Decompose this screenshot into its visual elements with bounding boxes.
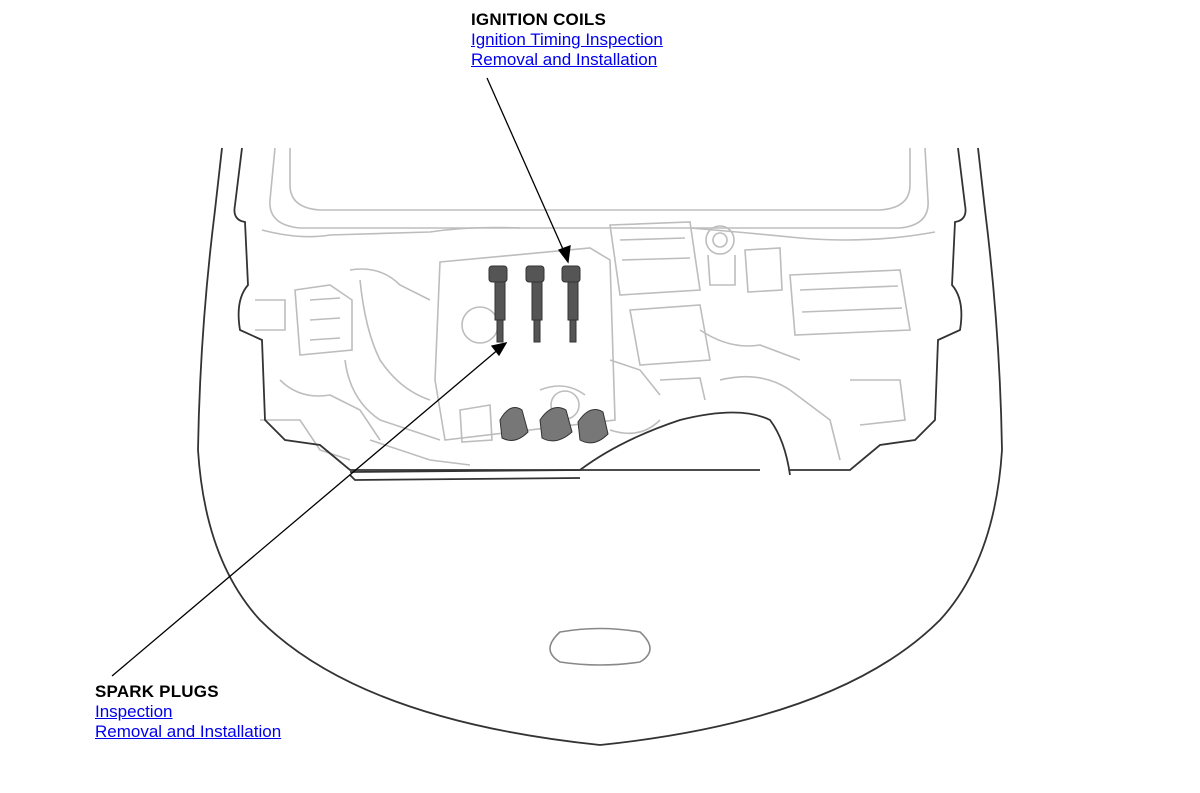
leader-lines bbox=[111, 77, 571, 677]
ignition-coil-4 bbox=[499, 407, 529, 441]
ignition-coils-callout: IGNITION COILS Ignition Timing Inspectio… bbox=[471, 10, 663, 70]
ignition-coils-rear bbox=[488, 265, 581, 343]
ignition-coils-title: IGNITION COILS bbox=[471, 10, 607, 29]
ignition-coils-front bbox=[499, 407, 609, 444]
body-outline bbox=[197, 147, 1003, 746]
spark-plugs-inspection-link[interactable]: Inspection bbox=[95, 702, 173, 721]
spark-plugs-callout: SPARK PLUGS Inspection Removal and Insta… bbox=[95, 682, 281, 742]
ignition-coil-3 bbox=[561, 265, 581, 343]
spark-plugs-removal-link[interactable]: Removal and Installation bbox=[95, 722, 282, 741]
ignition-coils-arrowhead bbox=[557, 245, 571, 264]
ignition-coil-5 bbox=[539, 407, 573, 442]
ignition-coil-2 bbox=[525, 265, 545, 343]
ignition-coil-1 bbox=[488, 265, 508, 343]
spark-plugs-leader bbox=[111, 347, 501, 677]
ignition-timing-inspection-link[interactable]: Ignition Timing Inspection bbox=[471, 30, 663, 49]
ignition-coils-removal-link[interactable]: Removal and Installation bbox=[471, 50, 658, 69]
hood-latch-outline bbox=[549, 627, 651, 666]
spark-plugs-title: SPARK PLUGS bbox=[95, 682, 219, 701]
engine-bay-details bbox=[255, 147, 936, 466]
spark-plugs-arrowhead bbox=[490, 342, 508, 357]
ignition-coils-leader bbox=[486, 77, 567, 257]
ignition-coil-6 bbox=[577, 409, 609, 444]
